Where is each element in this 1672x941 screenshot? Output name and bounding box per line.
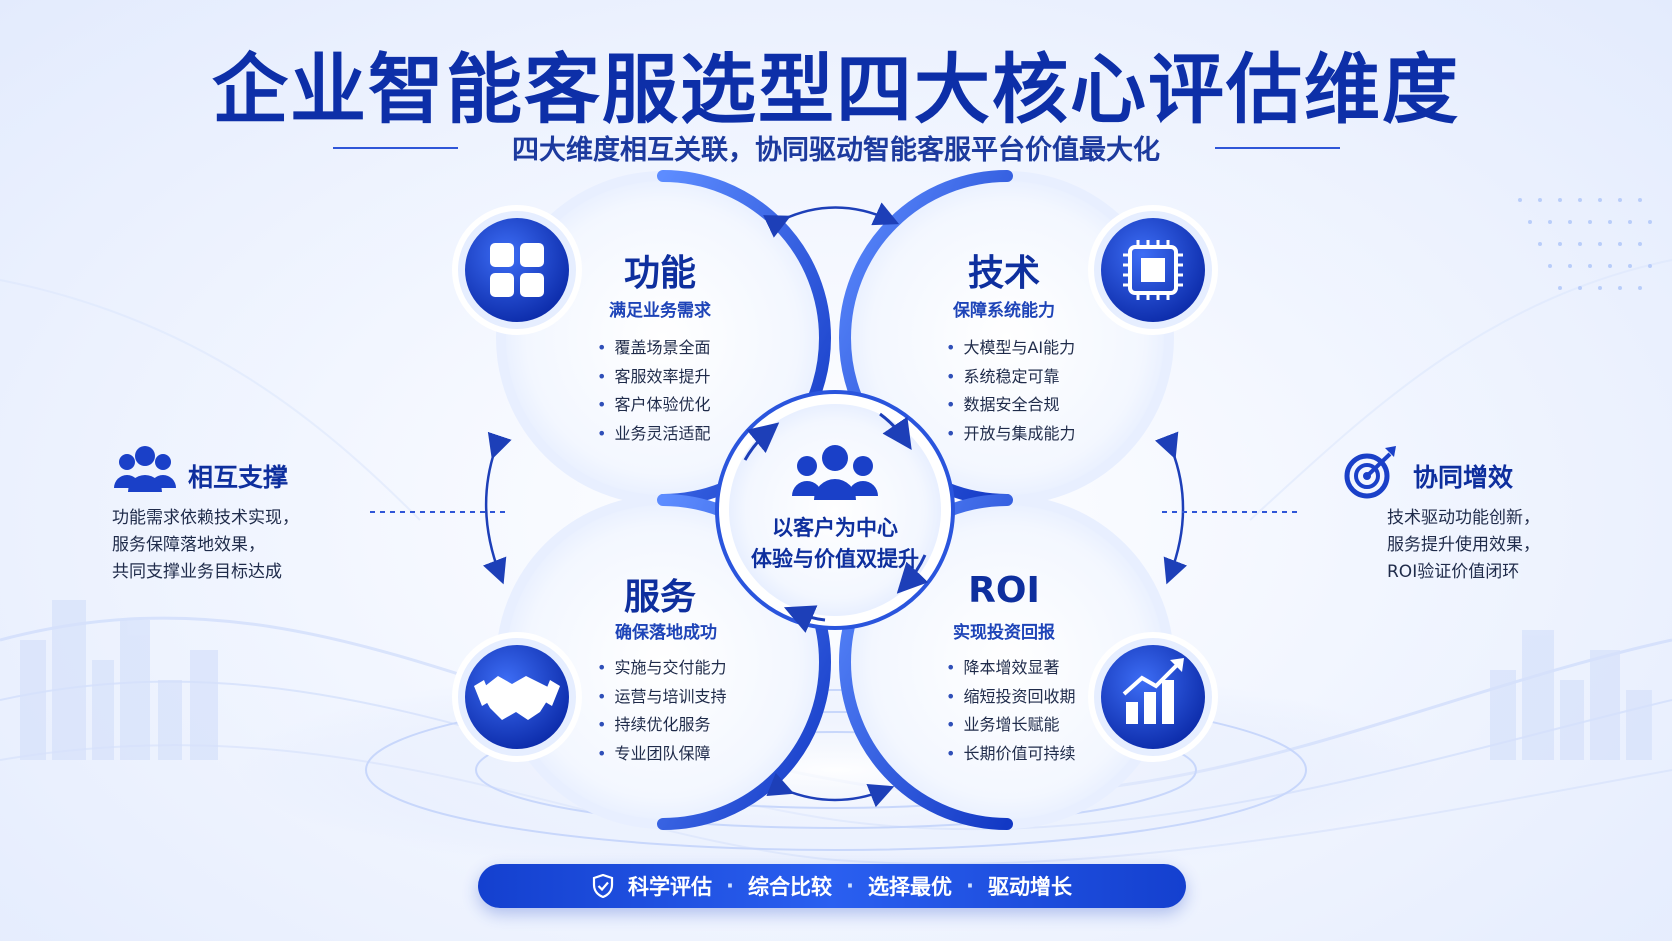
right-panel-title: 协同增效 xyxy=(1413,463,1514,492)
customer-group-icon xyxy=(792,445,878,500)
list-item: 业务灵活适配 xyxy=(597,420,710,449)
arrow-bottom xyxy=(766,772,895,808)
bottom-item: 科学评估 xyxy=(628,875,713,899)
quadrant-function-subtitle: 满足业务需求 xyxy=(609,301,711,321)
list-item: 覆盖场景全面 xyxy=(597,334,710,363)
left-panel-line: 共同支撑业务目标达成 xyxy=(112,562,282,582)
center-label: 以客户为中心 体验与价值双提升 xyxy=(730,513,940,575)
page-subtitle: 四大维度相互关联，协同驱动智能客服平台价值最大化 xyxy=(512,135,1160,166)
quadrant-technology-subtitle: 保障系统能力 xyxy=(953,301,1055,321)
right-panel-line: 服务提升使用效果， xyxy=(1387,535,1540,555)
quadrant-roi-subtitle: 实现投资回报 xyxy=(953,623,1055,643)
target-icon xyxy=(1344,446,1396,499)
left-panel-line: 服务保障落地效果， xyxy=(112,535,265,555)
arrow-left xyxy=(482,431,512,585)
bottom-item: 驱动增长 xyxy=(987,875,1072,899)
center-line-2: 体验与价值双提升 xyxy=(751,547,919,571)
quadrant-technology-title: 技术 xyxy=(967,253,1040,294)
quadrant-technology-list: 大模型与AI能力 系统稳定可靠 数据安全合规 开放与集成能力 xyxy=(946,334,1075,448)
chip-icon xyxy=(1088,205,1218,335)
quadrant-service-title: 服务 xyxy=(623,577,696,618)
arrow-top xyxy=(763,202,900,238)
bottom-item: 综合比较 xyxy=(748,875,832,899)
left-panel-title: 相互支撑 xyxy=(188,463,289,492)
dot-pattern xyxy=(1518,198,1652,290)
list-item: 专业团队保障 xyxy=(597,740,726,769)
subtitle-row: 四大维度相互关联，协同驱动智能客服平台价值最大化 xyxy=(0,128,1672,168)
quadrant-roi-list: 降本增效显著 缩短投资回收期 业务增长赋能 长期价值可持续 xyxy=(946,654,1075,768)
left-panel-text: 功能需求依赖技术实现， 服务保障落地效果， 共同支撑业务目标达成 xyxy=(112,505,299,586)
list-item: 数据安全合规 xyxy=(946,391,1075,420)
bottom-item: 选择最优 xyxy=(867,875,952,899)
center-hub xyxy=(715,390,955,633)
bottom-separator: · xyxy=(846,874,854,898)
handshake-icon xyxy=(452,632,582,762)
bottom-separator: · xyxy=(965,874,974,898)
quadrant-function-title: 功能 xyxy=(623,253,696,294)
list-item: 客服效率提升 xyxy=(597,363,710,392)
list-item: 业务增长赋能 xyxy=(946,711,1075,740)
floor-rings xyxy=(236,660,1436,880)
list-item: 客户体验优化 xyxy=(597,391,710,420)
growth-chart-icon xyxy=(1088,632,1218,762)
team-icon xyxy=(114,446,176,492)
right-panel-text: 技术驱动功能创新， 服务提升使用效果， ROI验证价值闭环 xyxy=(1387,505,1540,586)
quadrant-function-list: 覆盖场景全面 客服效率提升 客户体验优化 业务灵活适配 xyxy=(597,334,710,448)
page-title: 企业智能客服选型四大核心评估维度 xyxy=(212,45,1460,134)
list-item: 开放与集成能力 xyxy=(946,420,1075,449)
right-panel-line: 技术驱动功能创新， xyxy=(1387,508,1540,528)
right-panel-line: ROI验证价值闭环 xyxy=(1387,562,1520,582)
list-item: 持续优化服务 xyxy=(597,711,726,740)
bottom-separator: · xyxy=(726,874,734,898)
list-item: 实施与交付能力 xyxy=(597,654,726,683)
list-item: 降本增效显著 xyxy=(946,654,1075,683)
quadrant-roi-title: ROI xyxy=(968,570,1040,611)
left-panel-line: 功能需求依赖技术实现， xyxy=(112,508,299,528)
list-item: 运营与培训支持 xyxy=(597,683,726,712)
city-skyline-left xyxy=(20,600,218,760)
bottom-banner: 科学评估 · 综合比较 · 选择最优 · 驱动增长 xyxy=(478,864,1186,908)
center-line-1: 以客户为中心 xyxy=(772,516,898,540)
list-item: 长期价值可持续 xyxy=(946,740,1075,769)
grid-apps-icon xyxy=(452,205,582,335)
subtitle-line-right xyxy=(1215,147,1340,149)
shield-check-icon xyxy=(592,874,614,898)
quadrant-service-subtitle: 确保落地成功 xyxy=(615,623,717,643)
list-item: 大模型与AI能力 xyxy=(946,334,1075,363)
subtitle-line-left xyxy=(333,147,458,149)
list-item: 缩短投资回收期 xyxy=(946,683,1075,712)
quadrant-service-list: 实施与交付能力 运营与培训支持 持续优化服务 专业团队保障 xyxy=(597,654,726,768)
list-item: 系统稳定可靠 xyxy=(946,363,1075,392)
city-skyline-right xyxy=(1490,630,1652,760)
